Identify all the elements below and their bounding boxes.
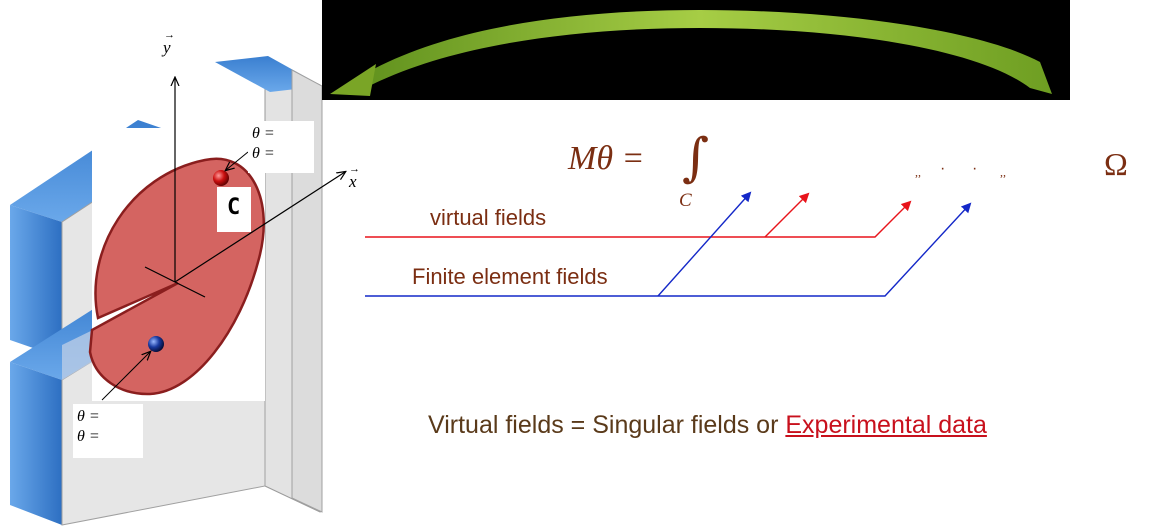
equation-residue-1: ,, xyxy=(915,165,921,179)
green-arrowhead xyxy=(330,64,376,96)
integral-domain: C xyxy=(679,190,692,211)
theta-top-2: θ = xyxy=(252,145,275,162)
virtual-fields-label: virtual fields xyxy=(430,205,547,230)
finite-fields-line xyxy=(365,202,972,297)
red-point-marker xyxy=(213,170,229,186)
y-axis-label: → y xyxy=(163,29,175,57)
theta-top-1: θ = xyxy=(252,125,275,142)
green-arc xyxy=(348,10,1052,94)
equation-residue-2: · xyxy=(940,160,946,177)
plate-lower-side xyxy=(10,362,62,525)
virtual-fields-branch xyxy=(764,192,810,238)
blue-point-marker xyxy=(148,336,164,352)
virtual-fields-line xyxy=(365,200,912,238)
statement-prefix: Virtual fields = Singular fields or xyxy=(428,411,786,439)
crack-normal xyxy=(144,266,206,298)
theta-bottom-1: θ = xyxy=(77,408,100,425)
x-axis-label: → x xyxy=(349,163,360,191)
y-vector-mark: → xyxy=(164,29,175,41)
x-vector-mark: → xyxy=(349,163,360,175)
equation-rhs: Ω xyxy=(1104,146,1128,182)
equation-lhs: Mθ = xyxy=(568,140,645,177)
equation-residue-3: · xyxy=(972,160,978,177)
theta-box-bottom: θ = θ = xyxy=(73,404,143,458)
equation: Mθ = xyxy=(568,140,644,178)
crack-point-label: C xyxy=(227,195,241,220)
plate-right-edge xyxy=(291,69,323,513)
theta-bottom-2: θ = xyxy=(77,428,100,445)
crack-point-box: C xyxy=(217,187,251,232)
theta-box-top: θ = θ = xyxy=(248,121,314,173)
plate-upper-left-side xyxy=(10,205,62,358)
pointer-bottom xyxy=(101,352,150,401)
integral-sign: ∫ xyxy=(682,128,710,188)
virtual-fields-statement: Virtual fields = Singular fields or Expe… xyxy=(428,411,987,440)
experimental-data-link[interactable]: Experimental data xyxy=(785,411,987,439)
x-axis xyxy=(174,172,345,283)
pointer-top xyxy=(226,151,249,170)
equation-residue-4: ,, xyxy=(1000,165,1006,179)
finite-fields-label: Finite element fields xyxy=(412,264,608,289)
finite-fields-branch xyxy=(657,191,752,297)
